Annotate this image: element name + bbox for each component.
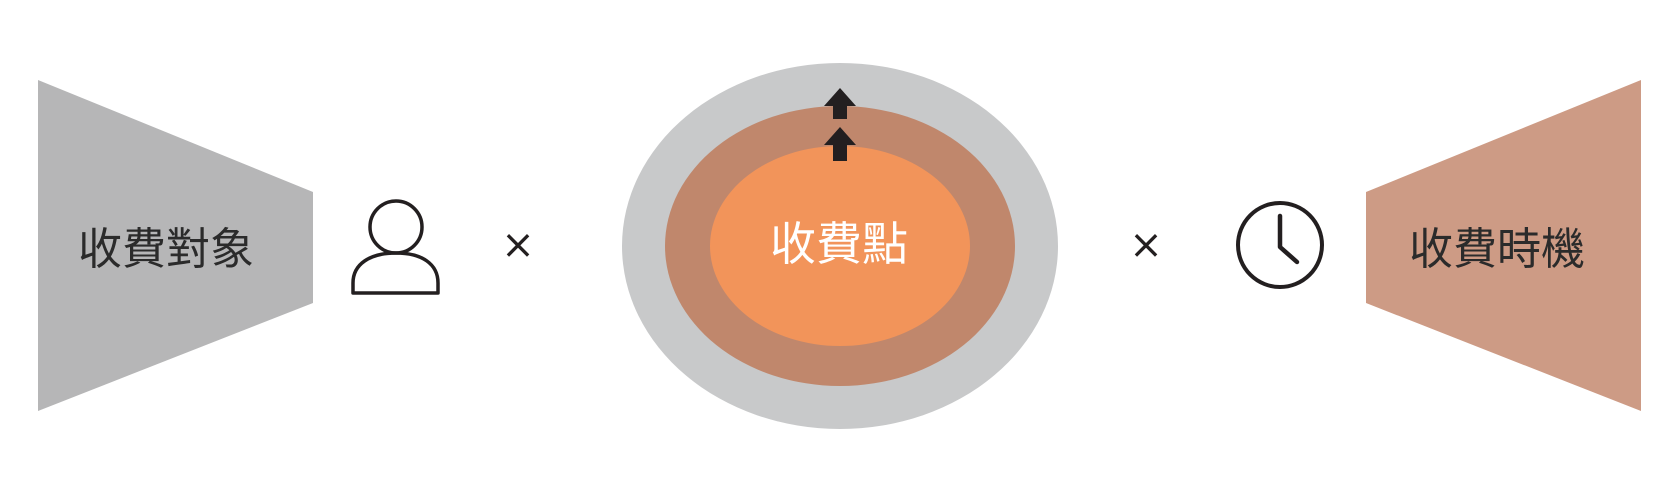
charging-point-target [622,63,1058,429]
up-arrow-upper [824,88,856,119]
person-icon [351,199,440,295]
charging-point-label: 收費點 [770,217,908,271]
inner-core [710,146,970,346]
clock-icon [1236,201,1324,289]
timing-trapezoid [1366,80,1641,411]
multiply-operator-right: × [1129,222,1163,268]
up-arrow-lower [824,127,856,161]
target-trapezoid [38,80,313,411]
timing-label: 收費時機 [1409,224,1585,275]
multiply-operator-left: × [501,222,535,268]
target-label: 收費對象 [78,224,254,275]
double-up-arrow-icon [824,88,856,161]
